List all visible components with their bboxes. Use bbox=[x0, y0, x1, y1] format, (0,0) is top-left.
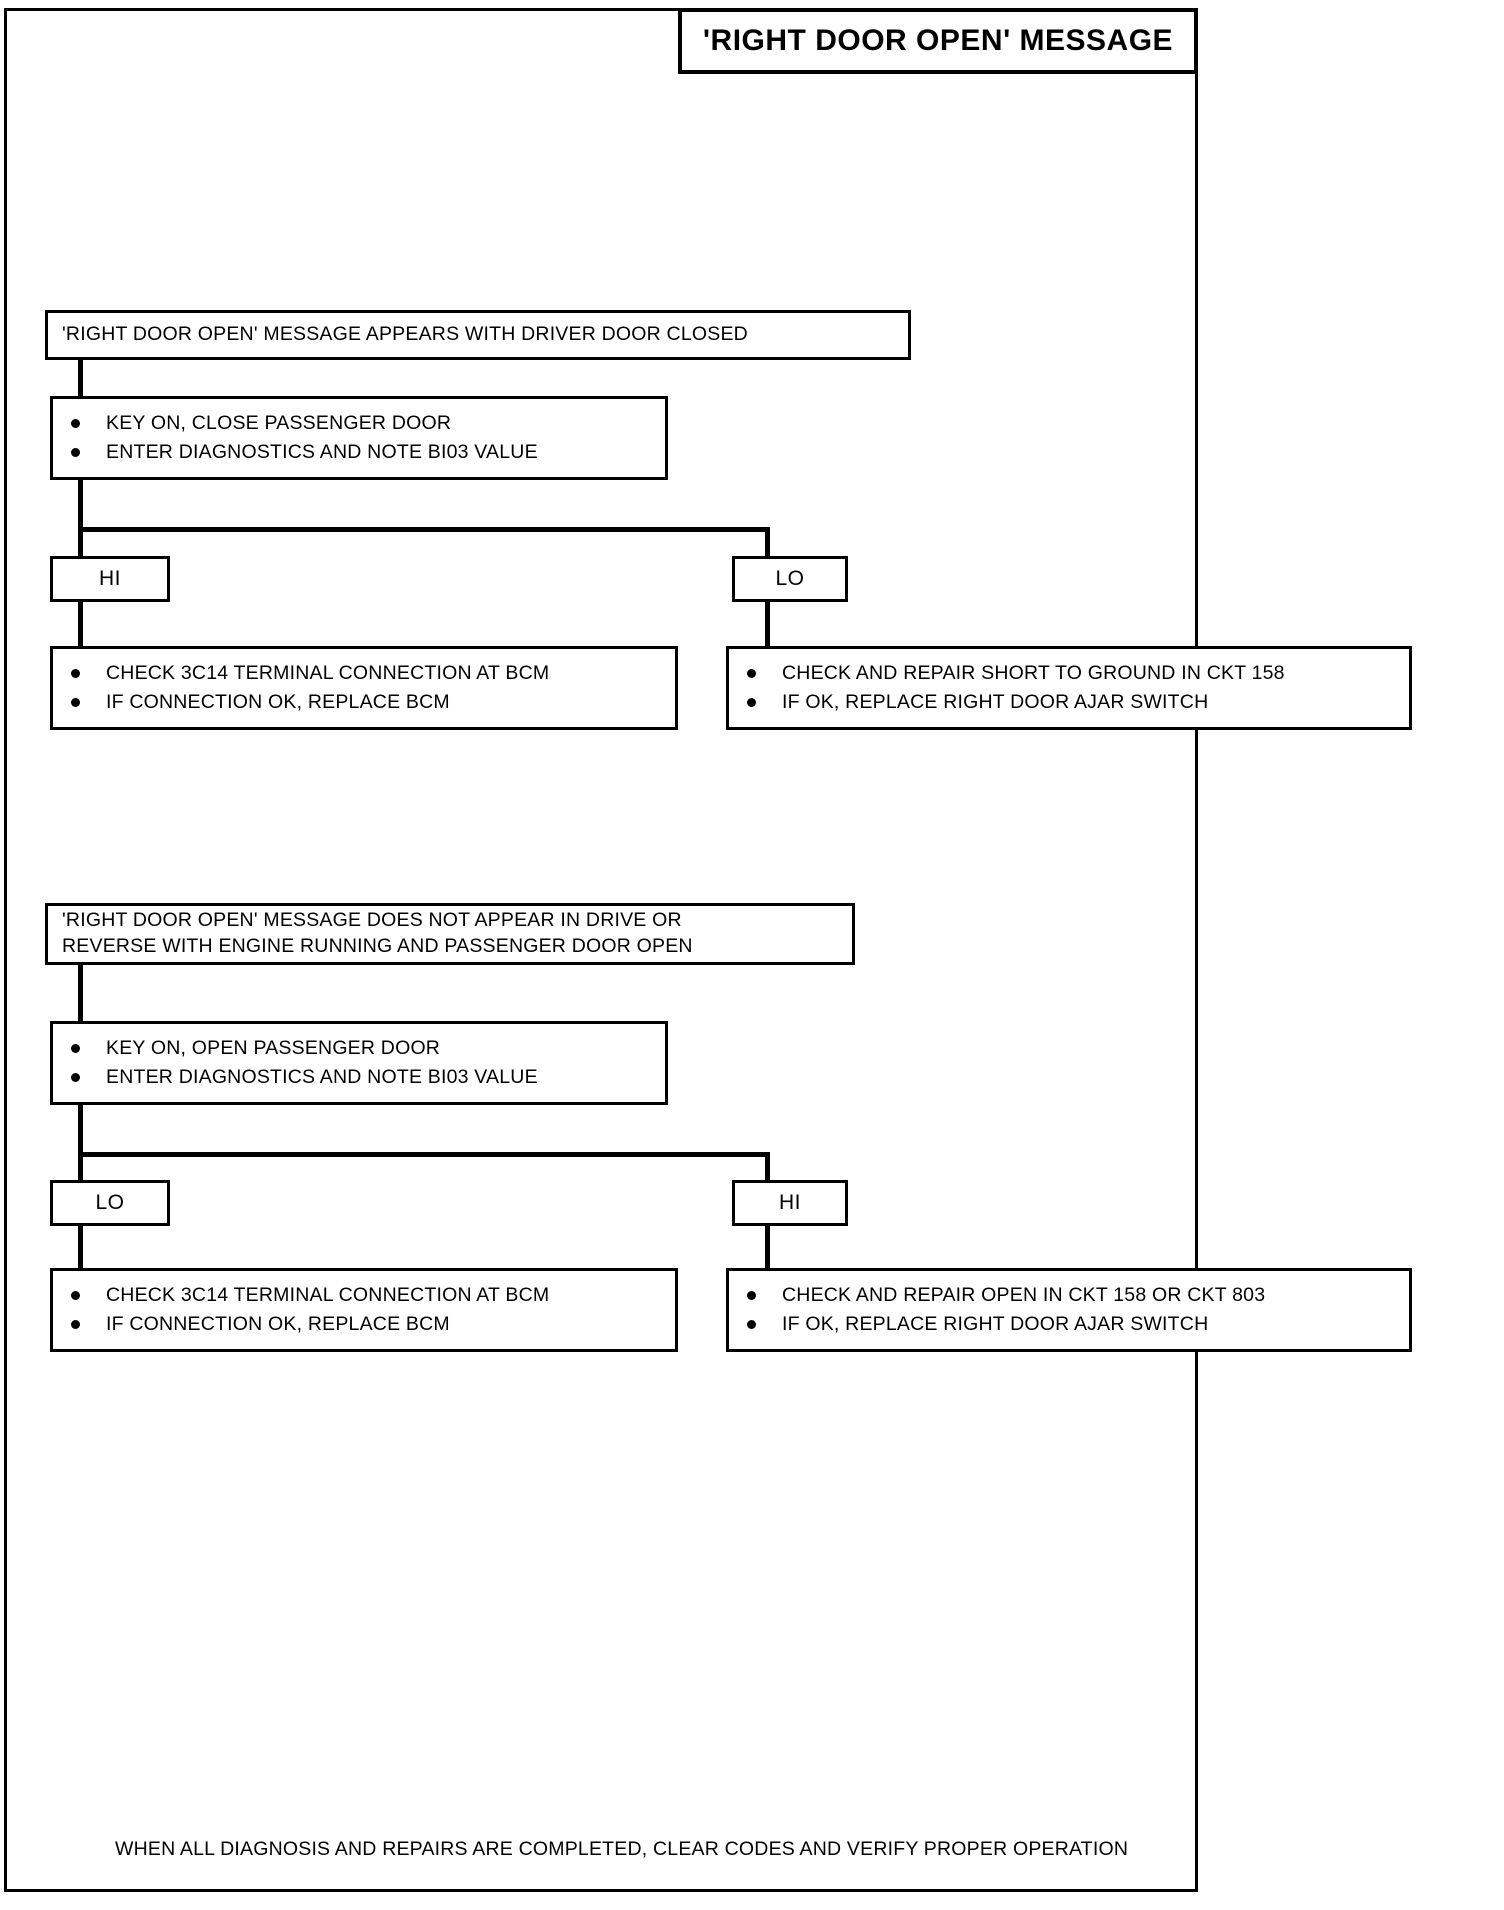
section2-result-right-text-1: CHECK AND REPAIR OPEN IN CKT 158 OR CKT … bbox=[782, 1283, 1266, 1306]
section1-branch-lo-box: LO bbox=[732, 556, 848, 602]
bullet-dot-icon bbox=[747, 668, 756, 678]
bullet-dot-icon bbox=[747, 1290, 756, 1300]
connector-s2-branch-bus bbox=[78, 1152, 770, 1157]
section2-branch-hi-label: HI bbox=[779, 1191, 801, 1214]
section1-steps-box: KEY ON, CLOSE PASSENGER DOOR ENTER DIAGN… bbox=[50, 396, 668, 480]
section1-result-right-text-1: CHECK AND REPAIR SHORT TO GROUND IN CKT … bbox=[782, 661, 1285, 684]
section2-result-right-text-2: IF OK, REPLACE RIGHT DOOR AJAR SWITCH bbox=[782, 1313, 1209, 1335]
section1-result-left-item-2: IF CONNECTION OK, REPLACE BCM bbox=[71, 691, 675, 713]
footer-note: WHEN ALL DIAGNOSIS AND REPAIRS ARE COMPL… bbox=[115, 1838, 1129, 1860]
section1-step-1-text: KEY ON, CLOSE PASSENGER DOOR bbox=[106, 411, 452, 434]
section1-step-2: ENTER DIAGNOSTICS AND NOTE BI03 VALUE bbox=[71, 441, 665, 463]
page-title-box: 'RIGHT DOOR OPEN' MESSAGE bbox=[678, 8, 1198, 74]
connector-s1-header-to-steps bbox=[78, 360, 83, 396]
section1-result-right-text-2: IF OK, REPLACE RIGHT DOOR AJAR SWITCH bbox=[782, 691, 1209, 713]
section2-branch-hi-box: HI bbox=[732, 1180, 848, 1226]
section2-header-text-line1: 'RIGHT DOOR OPEN' MESSAGE DOES NOT APPEA… bbox=[62, 909, 682, 932]
section2-branch-lo-label: LO bbox=[95, 1191, 125, 1214]
section1-branch-hi-label: HI bbox=[99, 567, 121, 590]
connector-s2-hi-to-result bbox=[765, 1226, 770, 1268]
connector-s1-steps-drop bbox=[78, 480, 83, 532]
section2-result-left-text-2: IF CONNECTION OK, REPLACE BCM bbox=[106, 1313, 450, 1335]
section1-result-left-box: CHECK 3C14 TERMINAL CONNECTION AT BCM IF… bbox=[50, 646, 678, 730]
section2-result-left-box: CHECK 3C14 TERMINAL CONNECTION AT BCM IF… bbox=[50, 1268, 678, 1352]
connector-s1-branch-bus bbox=[78, 527, 770, 532]
section1-branch-hi-box: HI bbox=[50, 556, 170, 602]
section1-header-box: 'RIGHT DOOR OPEN' MESSAGE APPEARS WITH D… bbox=[45, 310, 911, 360]
section2-result-left-text-1: CHECK 3C14 TERMINAL CONNECTION AT BCM bbox=[106, 1283, 550, 1306]
section1-result-left-text-2: IF CONNECTION OK, REPLACE BCM bbox=[106, 691, 450, 713]
section2-result-right-item-1: CHECK AND REPAIR OPEN IN CKT 158 OR CKT … bbox=[747, 1283, 1409, 1306]
section2-branch-lo-box: LO bbox=[50, 1180, 170, 1226]
bullet-dot-icon bbox=[71, 1043, 80, 1053]
section1-header-text: 'RIGHT DOOR OPEN' MESSAGE APPEARS WITH D… bbox=[62, 323, 748, 346]
bullet-dot-icon bbox=[747, 698, 756, 708]
section1-step-2-text: ENTER DIAGNOSTICS AND NOTE BI03 VALUE bbox=[106, 441, 538, 463]
page-border-right-edge bbox=[1195, 8, 1198, 1892]
section1-result-right-item-1: CHECK AND REPAIR SHORT TO GROUND IN CKT … bbox=[747, 661, 1409, 684]
bullet-dot-icon bbox=[71, 668, 80, 678]
bullet-dot-icon bbox=[747, 1320, 756, 1330]
section2-step-2-text: ENTER DIAGNOSTICS AND NOTE BI03 VALUE bbox=[106, 1066, 538, 1088]
section2-header-text-line2: REVERSE WITH ENGINE RUNNING AND PASSENGE… bbox=[62, 935, 693, 957]
connector-s2-branch-left-drop bbox=[78, 1152, 83, 1180]
section2-step-1-text: KEY ON, OPEN PASSENGER DOOR bbox=[106, 1036, 441, 1059]
section1-branch-lo-label: LO bbox=[775, 567, 805, 590]
section2-result-right-item-2: IF OK, REPLACE RIGHT DOOR AJAR SWITCH bbox=[747, 1313, 1409, 1335]
bullet-dot-icon bbox=[71, 698, 80, 708]
connector-s1-hi-to-result bbox=[78, 602, 83, 646]
connector-s2-lo-to-result bbox=[78, 1226, 83, 1268]
bullet-dot-icon bbox=[71, 1290, 80, 1300]
connector-s1-branch-right-drop bbox=[765, 527, 770, 556]
connector-s1-lo-to-result bbox=[765, 602, 770, 646]
section2-result-left-item-1: CHECK 3C14 TERMINAL CONNECTION AT BCM bbox=[71, 1283, 675, 1306]
section2-steps-box: KEY ON, OPEN PASSENGER DOOR ENTER DIAGNO… bbox=[50, 1021, 668, 1105]
connector-s1-branch-left-drop bbox=[78, 527, 83, 556]
section2-step-2: ENTER DIAGNOSTICS AND NOTE BI03 VALUE bbox=[71, 1066, 665, 1088]
section2-step-1: KEY ON, OPEN PASSENGER DOOR bbox=[71, 1036, 665, 1059]
connector-s2-header-to-steps bbox=[78, 965, 83, 1021]
section1-result-left-item-1: CHECK 3C14 TERMINAL CONNECTION AT BCM bbox=[71, 661, 675, 684]
section2-result-right-box: CHECK AND REPAIR OPEN IN CKT 158 OR CKT … bbox=[726, 1268, 1412, 1352]
section1-result-left-text-1: CHECK 3C14 TERMINAL CONNECTION AT BCM bbox=[106, 661, 550, 684]
bullet-dot-icon bbox=[71, 1320, 80, 1330]
section1-result-right-box: CHECK AND REPAIR SHORT TO GROUND IN CKT … bbox=[726, 646, 1412, 730]
bullet-dot-icon bbox=[71, 448, 80, 458]
page-title: 'RIGHT DOOR OPEN' MESSAGE bbox=[702, 24, 1174, 57]
section1-result-right-item-2: IF OK, REPLACE RIGHT DOOR AJAR SWITCH bbox=[747, 691, 1409, 713]
section2-result-left-item-2: IF CONNECTION OK, REPLACE BCM bbox=[71, 1313, 675, 1335]
bullet-dot-icon bbox=[71, 418, 80, 428]
bullet-dot-icon bbox=[71, 1073, 80, 1083]
section1-step-1: KEY ON, CLOSE PASSENGER DOOR bbox=[71, 411, 665, 434]
connector-s2-steps-drop bbox=[78, 1105, 83, 1157]
connector-s2-branch-right-drop bbox=[765, 1152, 770, 1180]
section2-header-box: 'RIGHT DOOR OPEN' MESSAGE DOES NOT APPEA… bbox=[45, 903, 855, 965]
